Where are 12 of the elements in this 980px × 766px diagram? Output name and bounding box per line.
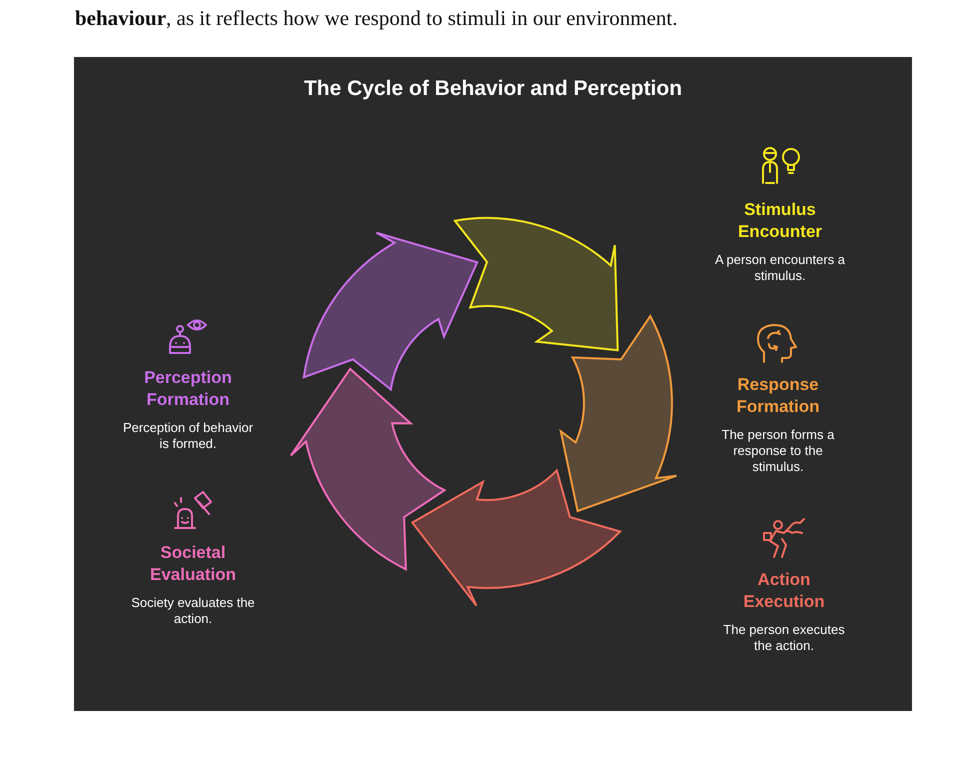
step-description: The person executes the action.	[722, 622, 846, 654]
step-heading: Perception Formation	[143, 367, 233, 411]
step-description: A person encounters a stimulus.	[714, 252, 846, 284]
step-description: Perception of behavior is formed.	[122, 420, 254, 452]
step-heading: Response Formation	[735, 374, 821, 418]
step-description: Society evaluates the action.	[130, 595, 256, 627]
step-heading: Societal Evaluation	[149, 542, 237, 586]
step-heading: Action Execution	[742, 569, 826, 613]
title: The Cycle of Behavior and Perception	[302, 77, 684, 101]
step-heading: Stimulus Encounter	[736, 199, 824, 243]
step-description: The person forms a response to the stimulus.	[720, 427, 836, 475]
paragraph-text: behaviour, as it reflects how we respond to stimuli in our environment.	[75, 6, 678, 31]
